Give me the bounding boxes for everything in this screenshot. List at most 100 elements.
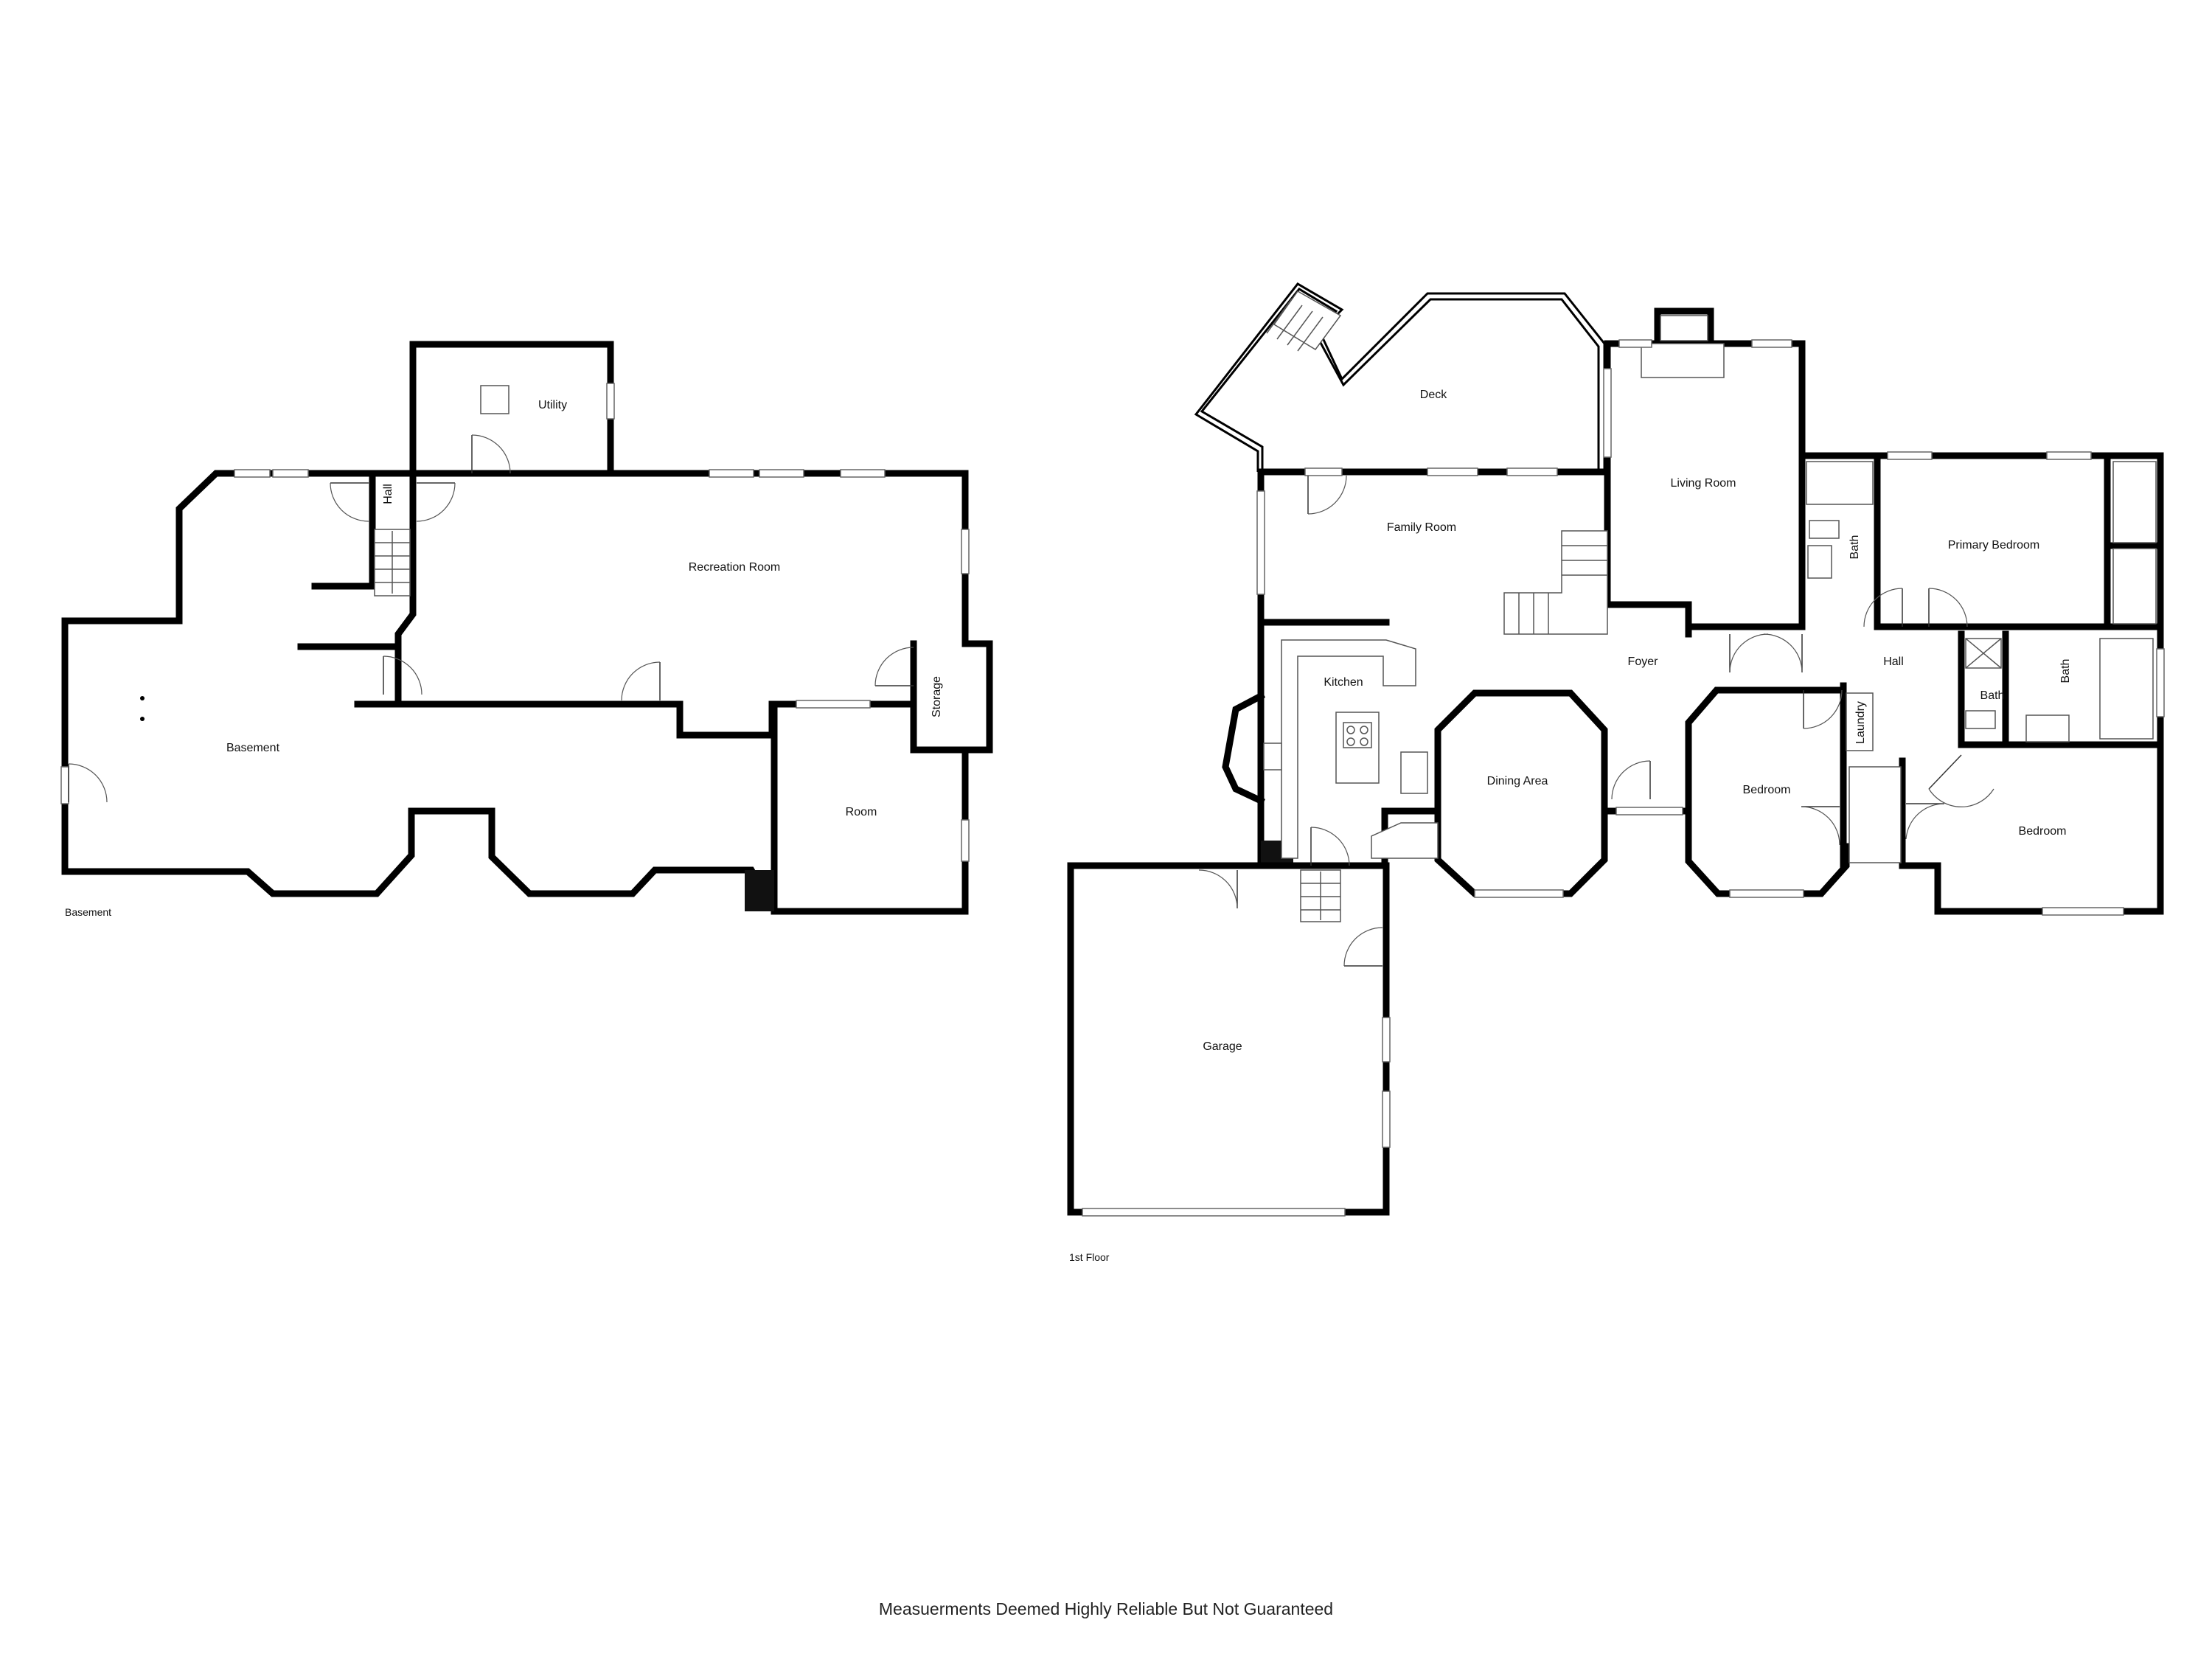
fireplace-hearth [1660,315,1708,341]
window [1618,339,1652,348]
disclaimer-text: Measuerments Deemed Highly Reliable But … [879,1599,1333,1618]
door [1928,588,1968,627]
door [1729,633,1769,673]
room-label-living-room: Living Room [1671,477,1736,490]
storage-wall [910,640,993,754]
door [1343,927,1383,967]
window [961,529,970,574]
room-label-bath-1: Bath [1848,535,1861,560]
window [1751,339,1792,348]
closet [2112,548,2157,625]
door [1310,827,1350,866]
basement-stairs [374,529,411,597]
door [1611,760,1651,800]
door [1928,754,1994,807]
post-marker [140,696,145,700]
window [2046,451,2092,460]
room-label-utility: Utility [538,399,567,411]
closet [1848,766,1902,863]
window [1887,451,1933,460]
window [272,469,309,478]
kitchen-sink [1263,742,1282,771]
hall-wall [1685,623,2164,869]
room-label-kitchen: Kitchen [1324,676,1363,689]
corner-counter [1371,822,1439,859]
fireplace-mantel [1641,343,1725,378]
window [2156,648,2165,717]
closet [2112,461,2157,543]
room-label-bath-2: Bath [1980,689,2005,702]
garage-stairs [1300,869,1341,922]
window [234,469,271,478]
door [383,655,422,695]
room-label-family-room: Family Room [1387,521,1456,534]
window [1382,1091,1391,1148]
laundry-appliances [1846,692,1874,751]
door [68,763,108,803]
sliding-door [1603,368,1612,458]
room-label-bath-3: Bath [2059,659,2072,684]
deck-outline-inner [1200,288,1600,472]
post-marker [140,717,145,721]
kitchen-bay-wall [1222,691,1266,805]
utility-wall [409,341,614,477]
window [606,383,615,420]
vanity [1807,545,1832,579]
door [1905,803,1945,840]
door [416,482,456,522]
window [1304,467,1343,476]
primary-suite-wall [1798,452,2164,630]
door [1801,806,1840,846]
toilet [1965,710,1996,729]
door [1307,475,1347,515]
room-label-foyer: Foyer [1628,655,1659,668]
window [796,700,871,709]
room-label-recreation-room: Recreation Room [689,561,781,574]
toilet [1809,520,1840,539]
room-label-primary-bedroom: Primary Bedroom [1948,539,2039,552]
window [60,766,69,804]
vanity [2025,714,2070,742]
kitchen-counter [1281,639,1416,859]
first-floor-plan: Deck Living Room Family Room Kitchen Foy… [1067,282,2165,1263]
bathtub [1806,461,1874,505]
recreation-partition-wall [297,643,915,739]
door [621,661,661,701]
door [1863,588,1903,627]
door [1803,689,1843,729]
window [709,469,754,478]
door [874,647,914,686]
window [1474,889,1564,898]
window [840,469,886,478]
room-label-bedroom-1: Bedroom [1743,784,1791,796]
floor-label-basement: Basement [65,906,111,918]
room-label-deck: Deck [1420,389,1447,401]
deck-stairs [1266,291,1342,352]
bathtub [2099,638,2154,740]
window [2042,907,2124,916]
basement-column [745,870,774,911]
room-label-garage: Garage [1203,1040,1242,1053]
window [1615,807,1683,815]
garage-door [1082,1208,1346,1217]
family-room-stairs [1503,530,1608,635]
window [1382,1017,1391,1062]
bedroom-1-wall [1685,686,1847,815]
window [1506,467,1558,476]
basement-hall-wall [311,470,417,708]
room-label-room: Room [846,806,877,818]
room-label-hall: Hall [1883,655,1904,668]
floor-label-first-floor: 1st Floor [1069,1251,1110,1263]
basement-floor-plan: Utility Hall Recreation Room Basement St… [60,341,993,918]
door [330,482,369,522]
window [1256,490,1265,595]
refrigerator [1400,751,1428,794]
utility-equipment [480,385,509,414]
dining-area-wall [1434,689,1608,815]
room-label-bedroom-2: Bedroom [2019,825,2067,838]
door [1198,869,1238,909]
door [471,434,511,474]
room-label-hall: Hall [382,484,394,504]
room-label-basement: Basement [226,742,280,754]
